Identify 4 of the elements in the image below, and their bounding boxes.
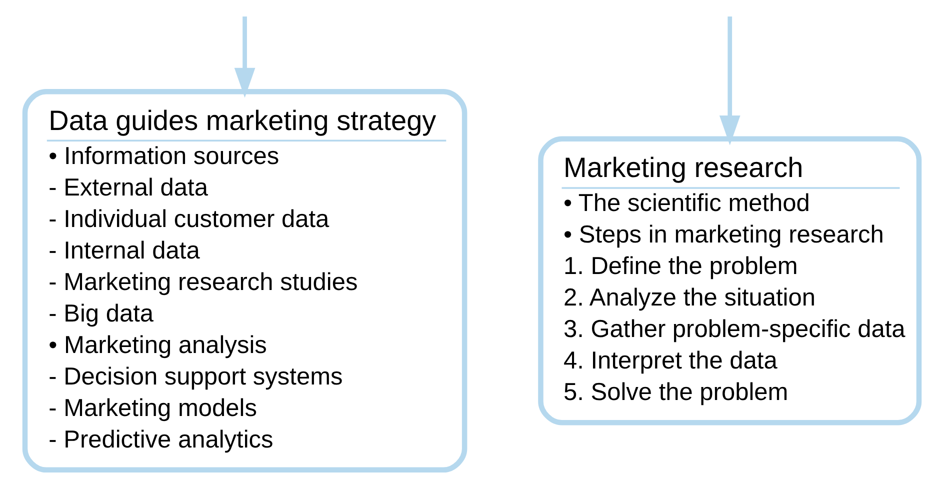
arrow	[719, 16, 740, 146]
node-box: Marketing research • The scientific method • Steps in marketing research 1. Define the problem 2. Analyze the situation 3. Gather problem-specific data 4. Interpret the data 5. Solve the problem	[538, 136, 922, 426]
node-box: Data guides marketing strategy • Information sources - External data - Individual customer data - Internal data - Marketing research studies - Big data • Marketing analysis - Decision support systems - Marketing models - Predictive analytics	[22, 89, 468, 473]
arrow	[234, 16, 256, 98]
